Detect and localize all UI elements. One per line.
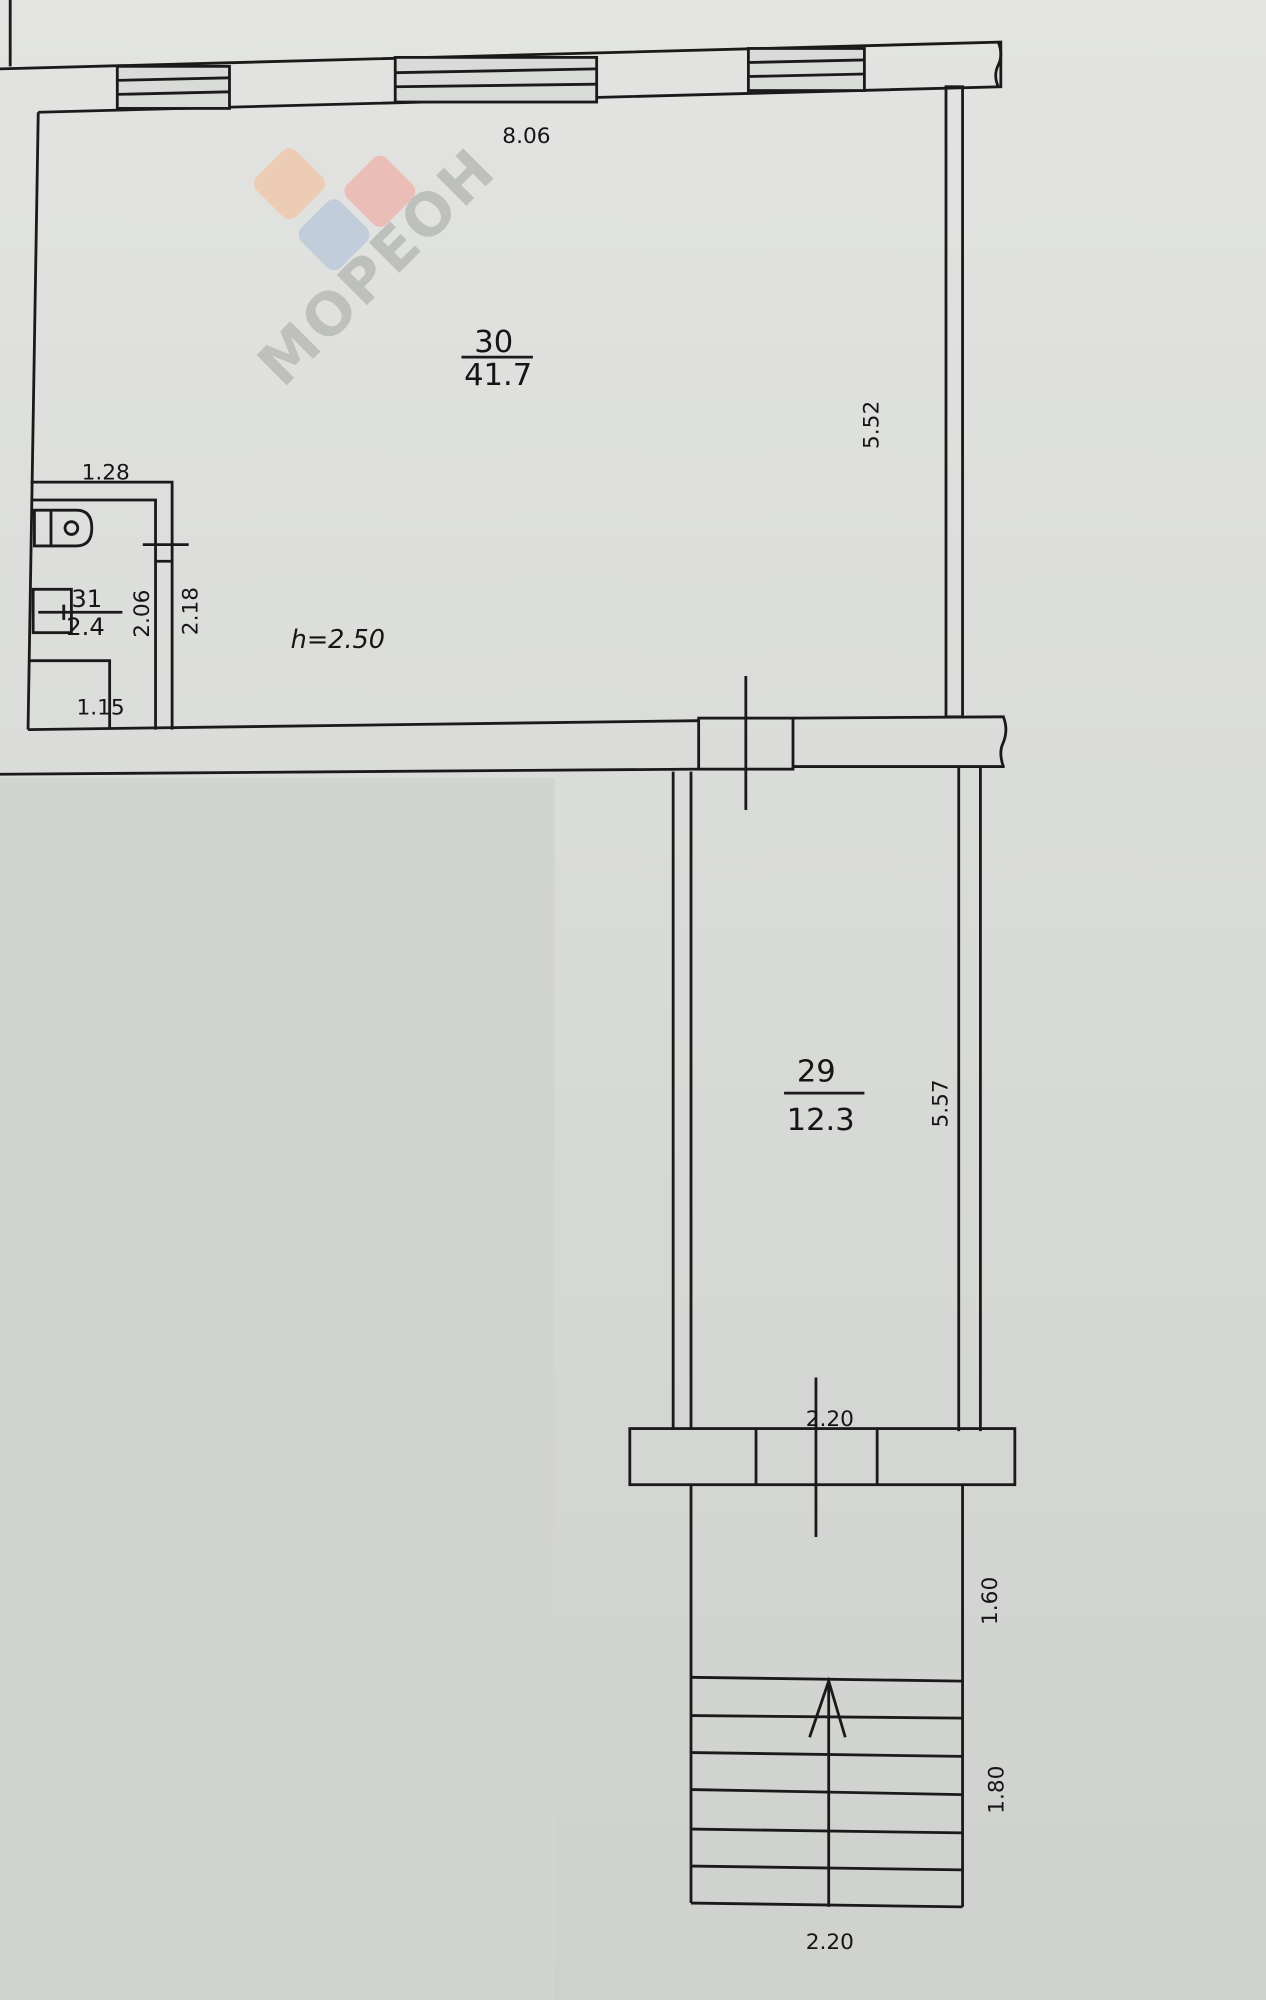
svg-text:12.3: 12.3 [787, 1103, 855, 1138]
svg-text:2.4: 2.4 [66, 613, 105, 641]
staircase [689, 1484, 964, 1909]
dim-room30-height: 5.52 [859, 401, 884, 449]
dim-bath-outer-height: 2.18 [179, 587, 204, 635]
svg-text:31: 31 [71, 585, 102, 613]
dim-corridor-length: 5.57 [928, 1079, 953, 1127]
room-label-30: 30 41.7 [461, 325, 533, 393]
dim-top-width: 8.06 [502, 124, 550, 149]
svg-text:30: 30 [474, 325, 513, 360]
room-label-31: 31 2.4 [63, 585, 123, 641]
toilet-icon [33, 508, 94, 548]
arrow-up-icon [808, 1676, 847, 1907]
dim-bath-width-top: 1.28 [82, 461, 130, 486]
window [115, 64, 231, 110]
dim-stair-length: 1.80 [984, 1766, 1009, 1814]
paper-shade [0, 778, 555, 2000]
dim-landing-length: 1.60 [978, 1577, 1003, 1625]
dim-bath-inner-height: 2.06 [130, 590, 155, 638]
dim-corridor-width: 2.20 [806, 1407, 854, 1432]
window [393, 55, 599, 104]
svg-text:41.7: 41.7 [464, 358, 532, 393]
room-label-29: 29 12.3 [784, 1055, 865, 1138]
ceiling-height: h=2.50 [291, 625, 385, 655]
entrance-wall [628, 1377, 1017, 1537]
svg-text:29: 29 [797, 1055, 836, 1090]
window [746, 47, 866, 92]
left-wall [26, 112, 40, 730]
middle-wall [0, 676, 1008, 810]
corridor-29 [671, 766, 982, 1432]
dim-stair-width: 2.20 [806, 1930, 854, 1955]
top-wall [0, 0, 1003, 114]
bathroom-31 [28, 480, 189, 730]
dim-bath-width-bottom: 1.15 [76, 695, 124, 720]
